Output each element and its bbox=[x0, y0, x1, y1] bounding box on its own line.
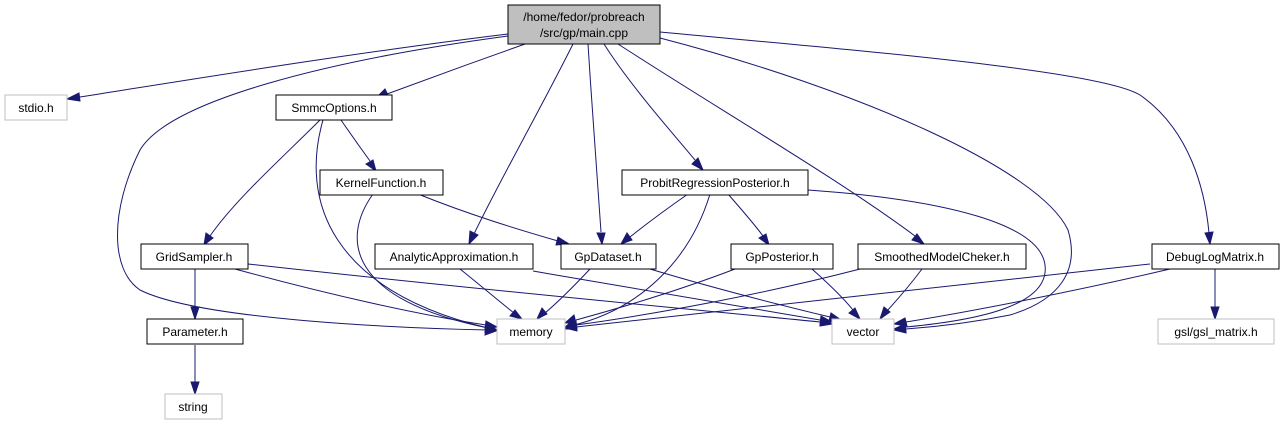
node-grid[interactable]: GridSampler.h bbox=[140, 243, 249, 270]
edge-grid-vector bbox=[247, 263, 821, 323]
edge-smmc-memory bbox=[315, 119, 489, 329]
node-smoothed-label: SmoothedModelCheker.h bbox=[874, 250, 1009, 264]
node-memory-label: memory bbox=[509, 325, 552, 339]
edge-gpdataset-memory bbox=[544, 268, 591, 314]
node-vector-label: vector bbox=[847, 325, 880, 339]
edge-debuglog-memory bbox=[575, 263, 1151, 328]
node-probit-label: ProbitRegressionPosterior.h bbox=[640, 176, 789, 190]
edge-root-debuglog bbox=[659, 31, 1210, 234]
node-gslmatrix-label: gsl/gsl_matrix.h bbox=[1174, 325, 1257, 339]
edge-analytic-vector bbox=[532, 270, 821, 321]
edge-probit-gpposterior bbox=[727, 193, 764, 237]
edge-gpposterior-memory-arrow bbox=[563, 314, 577, 324]
node-gpdataset[interactable]: GpDataset.h bbox=[560, 243, 657, 270]
edge-probit-gpposterior-arrow bbox=[758, 233, 770, 247]
edge-smoothed-vector-arrow bbox=[879, 306, 891, 321]
edge-root-probit-arrow bbox=[691, 157, 705, 172]
node-analytic-label: AnalyticApproximation.h bbox=[390, 250, 519, 264]
node-grid-label: GridSampler.h bbox=[156, 250, 233, 264]
edge-smmc-grid bbox=[209, 119, 321, 237]
edge-gpposterior-vector bbox=[811, 268, 854, 311]
edge-probit-gpdataset bbox=[629, 193, 689, 238]
edge-root-smoothed-arrow bbox=[911, 233, 926, 245]
node-kernel-label: KernelFunction.h bbox=[336, 176, 427, 190]
edge-gpposterior-memory bbox=[575, 268, 736, 321]
edge-grid-parameter-arrow bbox=[190, 306, 200, 321]
node-root[interactable]: /home/fedor/probreach /src/gp/main.cpp bbox=[507, 4, 661, 45]
edge-analytic-memory-arrow bbox=[509, 309, 524, 320]
edge-gpdataset-vector bbox=[649, 268, 831, 318]
node-vector[interactable]: vector bbox=[831, 318, 895, 345]
edge-debuglog-memory-arrow bbox=[563, 322, 578, 332]
edge-root-memory bbox=[117, 35, 509, 331]
node-string-label: string bbox=[178, 400, 207, 414]
edge-root-stdio-arrow bbox=[65, 92, 81, 102]
node-root-line1: /home/fedor/probreach bbox=[523, 10, 644, 24]
edge-parameter-string-arrow bbox=[190, 381, 200, 396]
nodes-layer: /home/fedor/probreach /src/gp/main.cpp s… bbox=[4, 4, 1280, 420]
edge-root-stdio bbox=[79, 33, 509, 98]
node-root-line2: /src/gp/main.cpp bbox=[540, 26, 628, 40]
node-string[interactable]: string bbox=[164, 393, 223, 420]
node-smmc-label: SmmcOptions.h bbox=[291, 101, 376, 115]
edge-analytic-memory bbox=[459, 268, 515, 314]
edge-probit-gpdataset-arrow bbox=[619, 232, 633, 245]
node-analytic[interactable]: AnalyticApproximation.h bbox=[374, 243, 534, 270]
edge-smmc-kernel bbox=[340, 119, 371, 162]
edge-root-analytic-arrow bbox=[468, 230, 479, 246]
node-parameter[interactable]: Parameter.h bbox=[146, 318, 244, 345]
node-smmc[interactable]: SmmcOptions.h bbox=[275, 94, 393, 121]
edge-root-debuglog-arrow bbox=[1204, 231, 1214, 246]
edge-smoothed-vector bbox=[886, 268, 923, 312]
edge-probit-vector bbox=[807, 189, 1046, 328]
node-gpdataset-label: GpDataset.h bbox=[574, 250, 641, 264]
edge-analytic-vector-arrow bbox=[819, 315, 834, 325]
edge-debuglog-vector-arrow bbox=[892, 317, 908, 327]
node-parameter-label: Parameter.h bbox=[162, 325, 227, 339]
node-probit[interactable]: ProbitRegressionPosterior.h bbox=[621, 169, 809, 196]
node-stdio-label: stdio.h bbox=[18, 101, 53, 115]
node-gslmatrix[interactable]: gsl/gsl_matrix.h bbox=[1157, 318, 1275, 345]
edge-grid-memory-arrow bbox=[484, 320, 499, 330]
edge-smoothed-memory bbox=[575, 268, 861, 326]
edge-smmc-kernel-arrow bbox=[365, 159, 377, 173]
edge-probit-memory bbox=[569, 193, 711, 327]
edge-root-smmc bbox=[386, 43, 526, 95]
edge-root-gpdataset-arrow bbox=[596, 232, 606, 246]
edge-debuglog-gslmatrix-arrow bbox=[1210, 306, 1220, 321]
edge-probit-vector-arrow bbox=[892, 323, 907, 333]
edge-kernel-gpdataset bbox=[417, 193, 559, 242]
node-debuglog[interactable]: DebugLogMatrix.h bbox=[1151, 243, 1280, 270]
node-smoothed[interactable]: SmoothedModelCheker.h bbox=[857, 243, 1027, 270]
node-gpposterior-label: GpPosterior.h bbox=[745, 250, 818, 264]
edge-gpposterior-vector-arrow bbox=[848, 307, 862, 321]
edge-grid-memory bbox=[234, 268, 487, 326]
edge-kernel-memory bbox=[356, 193, 489, 329]
edge-gpdataset-memory-arrow bbox=[535, 307, 548, 321]
edge-smmc-grid-arrow bbox=[203, 232, 214, 247]
node-memory[interactable]: memory bbox=[496, 318, 566, 345]
edge-root-gpdataset bbox=[587, 43, 602, 233]
edge-root-analytic bbox=[473, 43, 574, 235]
edge-root-probit bbox=[603, 43, 696, 161]
node-stdio[interactable]: stdio.h bbox=[4, 94, 68, 121]
node-kernel[interactable]: KernelFunction.h bbox=[319, 169, 444, 196]
edges-layer bbox=[65, 31, 1220, 396]
node-gpposterior[interactable]: GpPosterior.h bbox=[730, 243, 834, 270]
node-debuglog-label: DebugLogMatrix.h bbox=[1166, 250, 1264, 264]
edge-root-smoothed bbox=[617, 43, 916, 237]
edge-debuglog-vector bbox=[905, 268, 1171, 323]
edge-root-vector bbox=[659, 37, 1072, 330]
